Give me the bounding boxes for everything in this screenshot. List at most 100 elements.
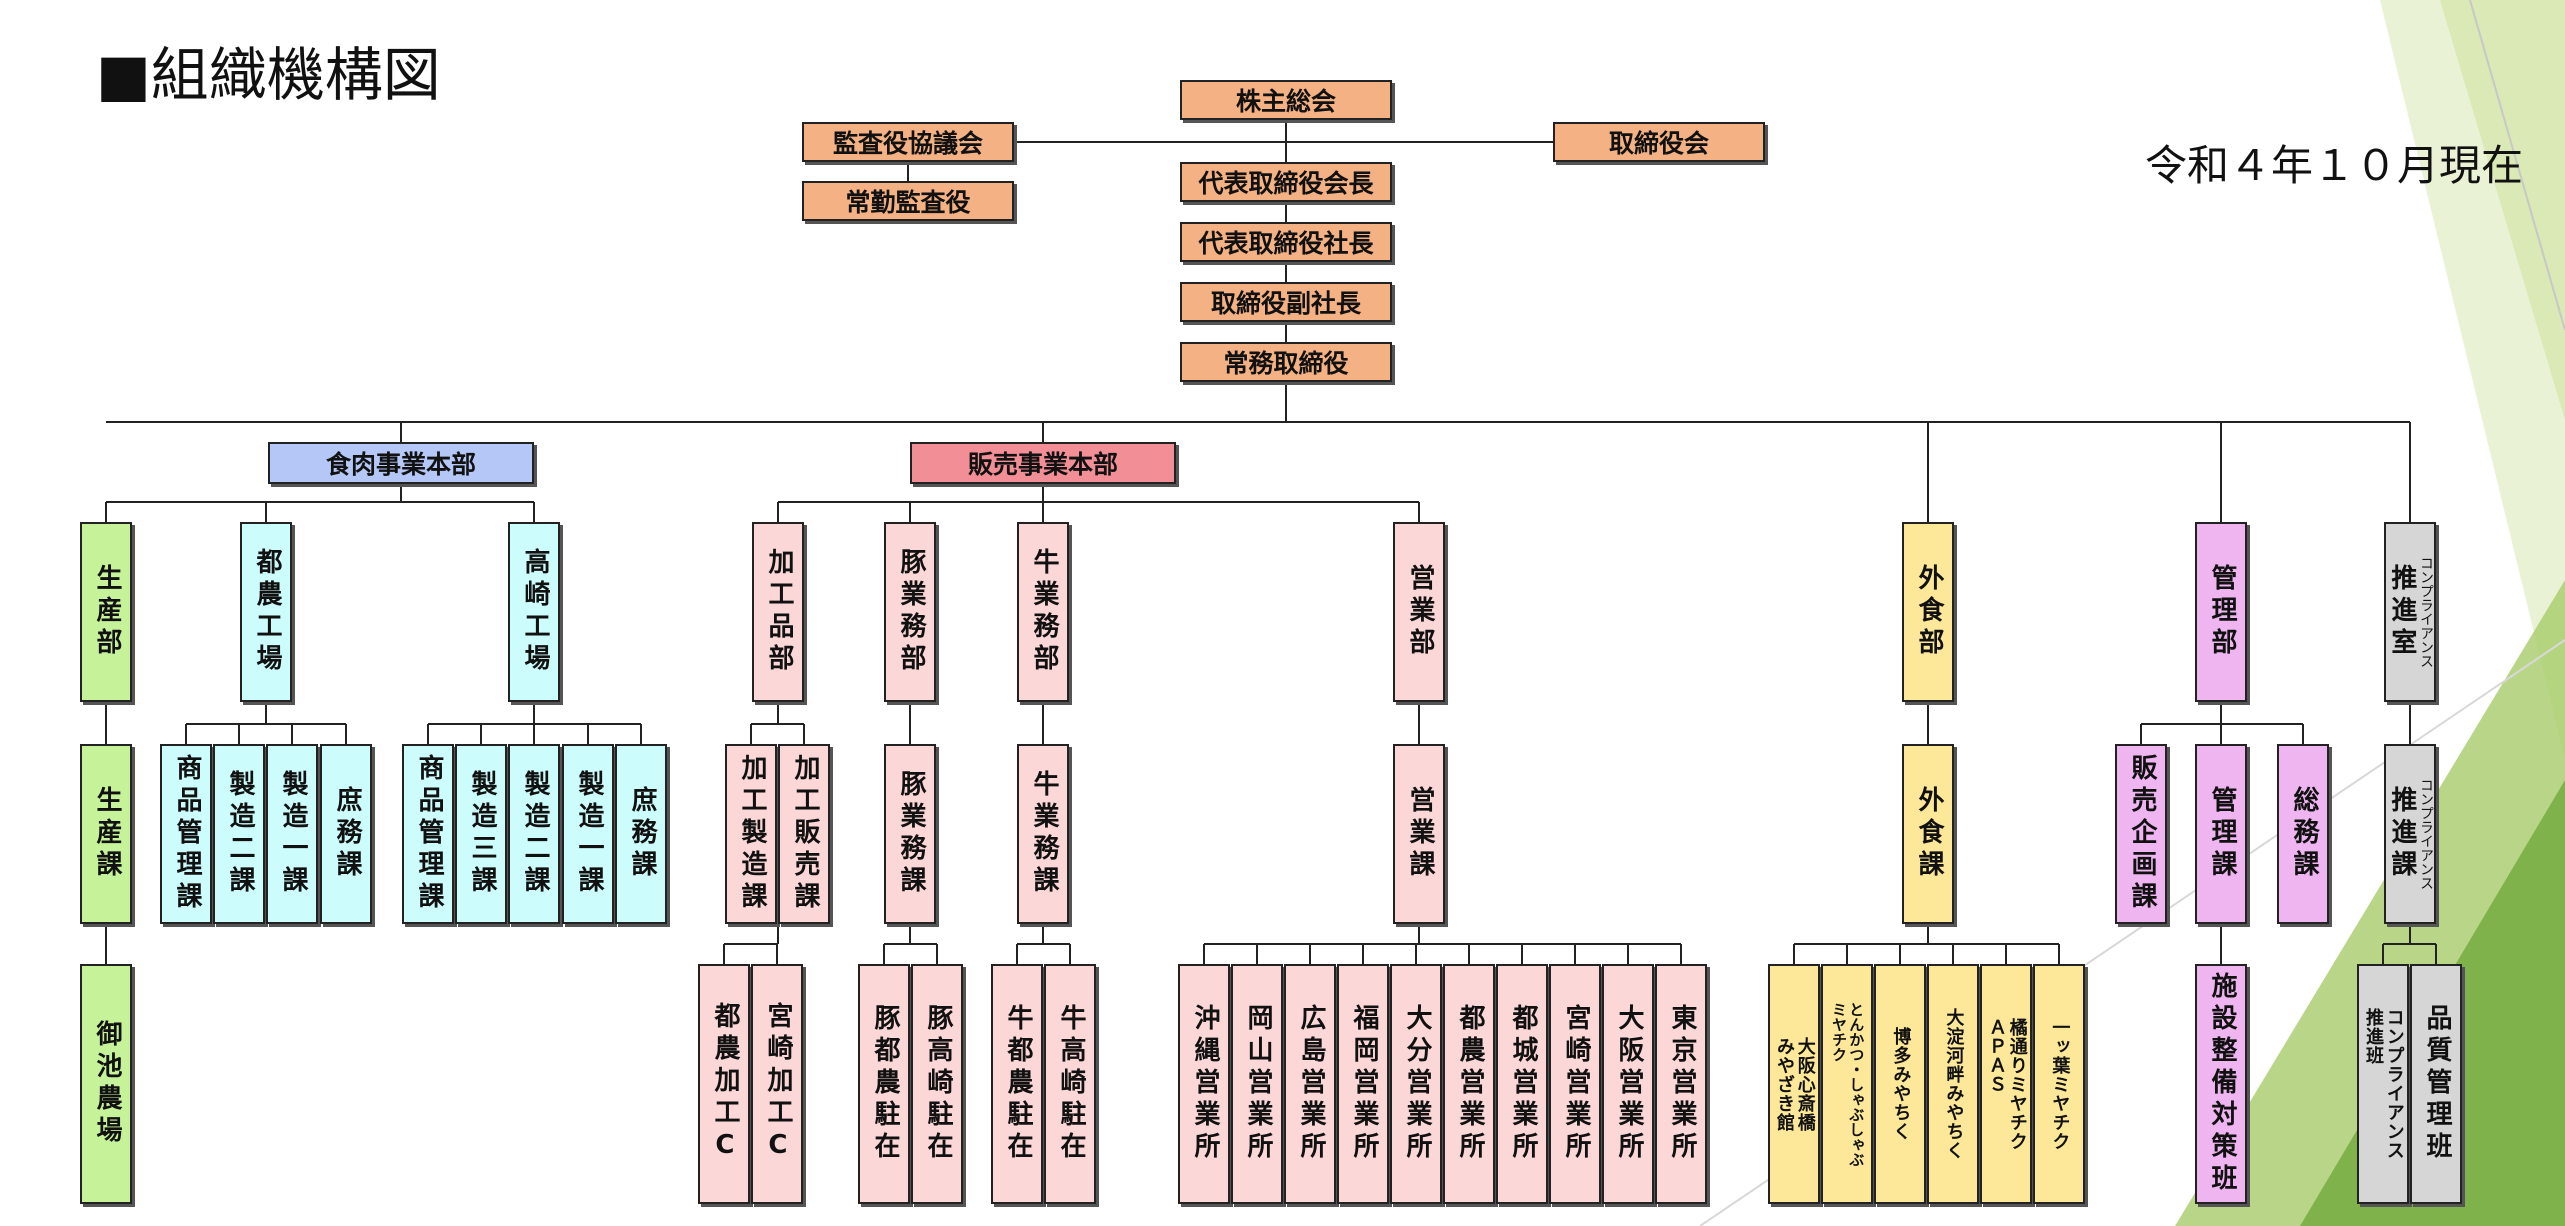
org-node-tono-eigyo: 都農営業所: [1443, 964, 1495, 1204]
org-node-label: 製造二課: [519, 770, 550, 898]
org-node-label: 一ッ葉ミヤチク: [2049, 1017, 2071, 1151]
org-node-tono-kojo: 都農工場: [240, 522, 292, 702]
org-node-label: 豚業務課: [895, 770, 926, 898]
org-node-label: 総務課: [2288, 786, 2319, 882]
org-node-seisanbu: 生産部: [80, 522, 132, 702]
org-node-label: 都農営業所: [1454, 1004, 1485, 1164]
org-node-label: 御池農場: [91, 1020, 122, 1148]
org-node-label: 製造一課: [573, 770, 604, 898]
org-node-label: 営業課: [1404, 786, 1435, 882]
org-node-tono-shomu: 庶務課: [320, 744, 372, 924]
org-node-label: 加工販売課: [789, 754, 820, 914]
org-node-jokin-kansa: 常勤監査役: [802, 181, 1014, 221]
org-node-label: 都農加工C: [709, 1002, 740, 1166]
org-node-label: 製造一課: [277, 770, 308, 898]
org-node-takasaki-kojo: 高崎工場: [508, 522, 560, 702]
org-node-miyazaki-eigyo: 宮崎営業所: [1549, 964, 1601, 1204]
org-node-label: 広島営業所: [1295, 1004, 1326, 1164]
org-node-tonkatsu: とんかつ・しゃぶしゃぶ ミヤチク: [1821, 964, 1873, 1204]
org-node-label: 製造三課: [466, 770, 497, 898]
org-node-label: 豚高崎駐在: [922, 1004, 953, 1164]
org-node-label: 豚業務部: [895, 548, 926, 676]
org-node-eigyoka: 営業課: [1393, 744, 1445, 924]
as-of-date: 令和４年１０月現在: [2145, 141, 2524, 190]
page-title: ■組織機構図: [96, 41, 441, 109]
org-node-label: 取締役副社長: [1210, 289, 1361, 318]
org-node-label: 岡山営業所: [1242, 1004, 1273, 1164]
org-node-label: 福岡営業所: [1348, 1004, 1379, 1164]
org-node-torishimariyakukai: 取締役会: [1553, 122, 1765, 162]
org-node-ton-tono-chuzai: 豚都農駐在: [858, 964, 910, 1204]
org-node-gyu-tono-chuzai: 牛都農駐在: [991, 964, 1043, 1204]
org-node-tono-shohin: 商品管理課: [160, 744, 212, 924]
org-node-shisetsu-seibi: 施設整備対策班: [2195, 964, 2247, 1204]
org-node-label: 沖縄営業所: [1189, 1004, 1220, 1164]
org-node-taka-seizo2: 製造二課: [508, 744, 560, 924]
org-node-oita: 大分営業所: [1390, 964, 1442, 1204]
org-node-okinawa: 沖縄営業所: [1178, 964, 1230, 1204]
org-node-label: 株主総会: [1235, 87, 1336, 116]
org-node-label: 大淀河畔みやちく: [1943, 1008, 1965, 1160]
org-node-compliance-suishinhan: コンプライアンス 推進班: [2357, 964, 2409, 1204]
org-node-hakata: 博多みやちく: [1874, 964, 1926, 1204]
org-node-miyazaki-kan: 大阪心斎橋 みやざき館: [1768, 964, 1820, 1204]
org-node-label: 推進課: [2386, 786, 2417, 882]
org-node-label: 東京営業所: [1666, 1004, 1697, 1164]
org-node-shacho: 代表取締役社長: [1180, 222, 1392, 262]
org-node-label: 商品管理課: [171, 754, 202, 914]
org-node-label: 代表取締役会長: [1198, 169, 1374, 198]
org-node-label: 大阪心斎橋 みやざき館: [1774, 1036, 1816, 1132]
org-node-label: 橘通りミヤチク ＡＰＡＳ: [1986, 1017, 2028, 1151]
org-node-gyugyomuka: 牛業務課: [1017, 744, 1069, 924]
org-node-kako-hanbaika: 加工販売課: [778, 744, 830, 924]
org-node-miyakonojo: 都城営業所: [1496, 964, 1548, 1204]
org-node-label: 管理部: [2206, 564, 2237, 660]
org-node-label: 推進室: [2386, 564, 2417, 660]
org-node-okayama: 岡山営業所: [1231, 964, 1283, 1204]
org-node-label: 商品管理課: [413, 754, 444, 914]
org-node-hanbai-kikakuka: 販売企画課: [2115, 744, 2167, 924]
org-node-taka-shohin: 商品管理課: [402, 744, 454, 924]
org-node-label: 大分営業所: [1401, 1004, 1432, 1164]
org-node-gaishokuka: 外食課: [1902, 744, 1954, 924]
org-node-gyugyomubu: 牛業務部: [1017, 522, 1069, 702]
org-node-label: 常務取締役: [1223, 349, 1349, 378]
org-node-label: 生産課: [91, 786, 122, 882]
org-node-label: 加工品部: [763, 548, 794, 676]
org-node-hinshitsu-kanrihan: 品質管理班: [2410, 964, 2462, 1204]
org-node-fukuoka: 福岡営業所: [1337, 964, 1389, 1204]
org-node-somuka: 総務課: [2277, 744, 2329, 924]
org-node-yodogawa: 大淀河畔みやちく: [1927, 964, 1979, 1204]
org-node-label: 都農工場: [251, 548, 282, 676]
org-node-label: 管理課: [2206, 786, 2237, 882]
org-node-tono-seizo1: 製造一課: [266, 744, 318, 924]
org-node-tono-kako-c: 都農加工C: [698, 964, 750, 1204]
org-node-miyazaki-kako-c: 宮崎加工C: [751, 964, 803, 1204]
org-node-label: 販売事業本部: [967, 450, 1118, 479]
org-node-compliance-suishinka: コンプライアンス推進課: [2384, 744, 2436, 924]
org-node-kakohinbu: 加工品部: [752, 522, 804, 702]
org-node-label: 牛業務部: [1028, 548, 1059, 676]
org-node-taka-seizo1: 製造一課: [562, 744, 614, 924]
org-node-label: 牛高崎駐在: [1055, 1004, 1086, 1164]
org-node-fukushacho: 取締役副社長: [1180, 282, 1392, 322]
org-node-kanrika: 管理課: [2195, 744, 2247, 924]
org-node-tokyo-eigyo: 東京営業所: [1655, 964, 1707, 1204]
org-node-label: 製造二課: [224, 770, 255, 898]
org-node-label: 常勤監査役: [845, 188, 971, 217]
org-node-label: コンプライアンス 推進班: [2363, 1008, 2405, 1160]
org-node-gaishokubu: 外食部: [1902, 522, 1954, 702]
org-node-taka-seizo3: 製造三課: [455, 744, 507, 924]
org-node-eigyobu: 営業部: [1393, 522, 1445, 702]
org-node-label: 宮崎営業所: [1560, 1004, 1591, 1164]
org-node-label: 高崎工場: [519, 548, 550, 676]
org-node-label: 外食部: [1913, 564, 1944, 660]
org-node-kansa-kyogikai: 監査役協議会: [802, 122, 1014, 162]
org-node-label: 豚都農駐在: [869, 1004, 900, 1164]
org-node-kabunushi: 株主総会: [1180, 80, 1392, 120]
org-node-label: 生産部: [91, 564, 122, 660]
org-node-kaicho: 代表取締役会長: [1180, 162, 1392, 202]
org-node-sublabel: コンプライアンス: [2417, 556, 2434, 668]
